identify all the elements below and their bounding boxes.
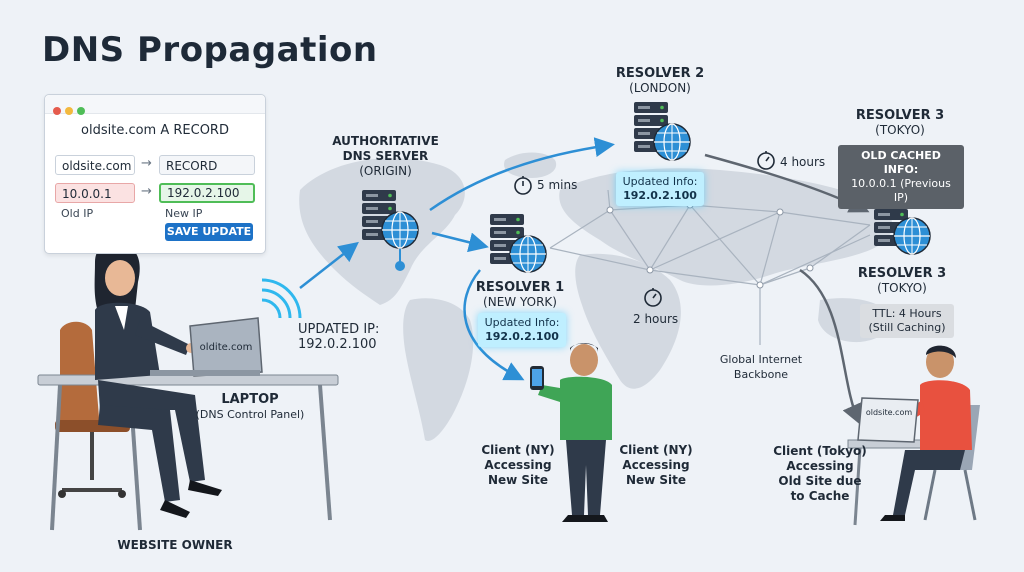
stopwatch-icon-4h — [757, 151, 775, 170]
resolver3-top-label: RESOLVER 3 (TOKYO) — [850, 108, 950, 138]
arrow-right-icon: → — [141, 156, 152, 171]
client-tokyo-line4: to Cache — [790, 489, 850, 503]
dns-control-panel-window: oldsite.com A RECORD oldsite.com → RECOR… — [44, 94, 266, 254]
ttl-line2: (Still Caching) — [868, 321, 946, 334]
arrow-right-icon: → — [141, 184, 152, 199]
minimize-dot-icon[interactable] — [65, 107, 73, 115]
resolver2-info-value: 192.0.2.100 — [623, 189, 697, 202]
new-ip-field[interactable]: 192.0.2.100 — [159, 183, 255, 203]
server-icon-resolver1 — [490, 214, 547, 273]
resolver2-name: RESOLVER 2 — [615, 66, 705, 81]
save-update-button[interactable]: SAVE UPDATE — [165, 223, 253, 241]
old-cached-info-badge: OLD CACHED INFO: 10.0.0.1 (Previous IP) — [838, 145, 964, 209]
old-ip-field[interactable]: 10.0.0.1 — [55, 183, 135, 203]
resolver1-location: (NEW YORK) — [483, 295, 557, 309]
globe-icon — [381, 211, 419, 249]
resolver1-info-value: 192.0.2.100 — [485, 330, 559, 343]
client-ny-b-line3: New Site — [625, 473, 687, 487]
new-ip-label: New IP — [165, 207, 203, 220]
resolver3-bottom-name: RESOLVER 3 — [857, 266, 947, 281]
record-type-field[interactable]: RECORD — [159, 155, 255, 175]
resolver3-top-name: RESOLVER 3 — [855, 108, 945, 123]
client-tokyo-line1: Client (Tokyo) — [773, 444, 867, 458]
resolver1-name: RESOLVER 1 — [475, 280, 565, 295]
timer-2h-label: 2 hours — [633, 312, 679, 326]
laptop-title: LAPTOP — [221, 392, 279, 407]
client-ny-b-line1: Client (NY) — [619, 443, 693, 457]
website-owner-label: WEBSITE OWNER — [117, 538, 233, 552]
old-ip-label: Old IP — [61, 207, 94, 220]
wifi-signal-icon — [261, 278, 302, 319]
globe-icon — [653, 123, 691, 161]
client-tokyo-line2: Accessing — [786, 459, 854, 473]
resolver3-top-location: (TOKYO) — [875, 123, 925, 137]
domain-field[interactable]: oldsite.com — [55, 155, 135, 175]
ttl-badge: TTL: 4 Hours (Still Caching) — [860, 304, 954, 338]
client-ny-a-line3: New Site — [487, 473, 549, 487]
client-tokyo-line3: Old Site due — [778, 474, 862, 488]
client-ny-illustration — [530, 343, 612, 522]
website-owner-illustration — [37, 242, 339, 531]
authoritative-line3: (ORIGIN) — [359, 164, 412, 178]
cache-label: OLD CACHED INFO: — [861, 149, 941, 176]
page-title: DNS Propagation — [42, 30, 378, 70]
globe-icon — [509, 235, 547, 273]
globe-icon — [893, 217, 931, 255]
ttl-line1: TTL: 4 Hours — [872, 307, 942, 320]
tokyo-laptop-screen-text: oldsite.com — [865, 408, 913, 417]
timer-5min-label: 5 mins — [537, 178, 578, 192]
laptop-screen-text: oldite.com — [199, 342, 253, 353]
server-icon-authoritative — [362, 190, 419, 249]
resolver2-label: RESOLVER 2 (LONDON) — [610, 66, 710, 96]
stopwatch-icon-5min — [514, 176, 532, 195]
laptop-label: LAPTOP (DNS Control Panel) — [190, 392, 310, 422]
backbone-line1: Global Internet — [719, 353, 803, 366]
authoritative-line2: DNS SERVER — [342, 149, 429, 163]
timer-4h-label: 4 hours — [780, 155, 826, 169]
backbone-line2: Backbone — [733, 368, 789, 381]
backbone-label: Global Internet Backbone — [706, 352, 816, 382]
updated-ip-value: 192.0.2.100 — [298, 337, 377, 352]
server-icons — [362, 102, 931, 273]
resolver2-updated-info: Updated Info: 192.0.2.100 — [616, 172, 704, 206]
updated-ip-label: UPDATED IP: 192.0.2.100 — [298, 322, 393, 352]
resolver1-label: RESOLVER 1 (NEW YORK) — [470, 280, 570, 310]
resolver3-bottom-location: (TOKYO) — [877, 281, 927, 295]
resolver2-location: (LONDON) — [629, 81, 691, 95]
window-titlebar — [45, 95, 265, 115]
server-icon-resolver2 — [634, 102, 691, 161]
client-ny-a-line2: Accessing — [484, 458, 552, 472]
resolver3-bottom-label: RESOLVER 3 (TOKYO) — [852, 266, 952, 296]
laptop-subtitle: (DNS Control Panel) — [195, 408, 305, 421]
propagation-arrows — [299, 137, 615, 381]
authoritative-line1: AUTHORITATIVE — [332, 134, 439, 148]
client-tokyo-label: Client (Tokyo) Accessing Old Site due to… — [760, 444, 880, 504]
client-ny-a-line1: Client (NY) — [481, 443, 555, 457]
resolver1-info-label: Updated Info: — [484, 316, 560, 329]
resolver1-updated-info: Updated Info: 192.0.2.100 — [478, 313, 566, 347]
world-map — [299, 152, 893, 441]
client-tokyo-illustration — [847, 345, 980, 526]
maximize-dot-icon[interactable] — [77, 107, 85, 115]
close-dot-icon[interactable] — [53, 107, 61, 115]
resolver2-info-label: Updated Info: — [622, 175, 698, 188]
updated-ip-title: UPDATED IP: — [298, 322, 380, 337]
window-controls — [53, 100, 89, 119]
record-heading: oldsite.com A RECORD — [81, 123, 229, 138]
authoritative-server-label: AUTHORITATIVE DNS SERVER (ORIGIN) — [318, 134, 453, 179]
client-ny-b-line2: Accessing — [622, 458, 690, 472]
client-ny-a-label: Client (NY) Accessing New Site — [468, 443, 568, 488]
cache-value: 10.0.0.1 (Previous IP) — [851, 177, 951, 204]
client-ny-b-label: Client (NY) Accessing New Site — [606, 443, 706, 488]
stopwatch-icon-2h — [644, 288, 662, 307]
server-icon-resolver3 — [874, 196, 931, 255]
